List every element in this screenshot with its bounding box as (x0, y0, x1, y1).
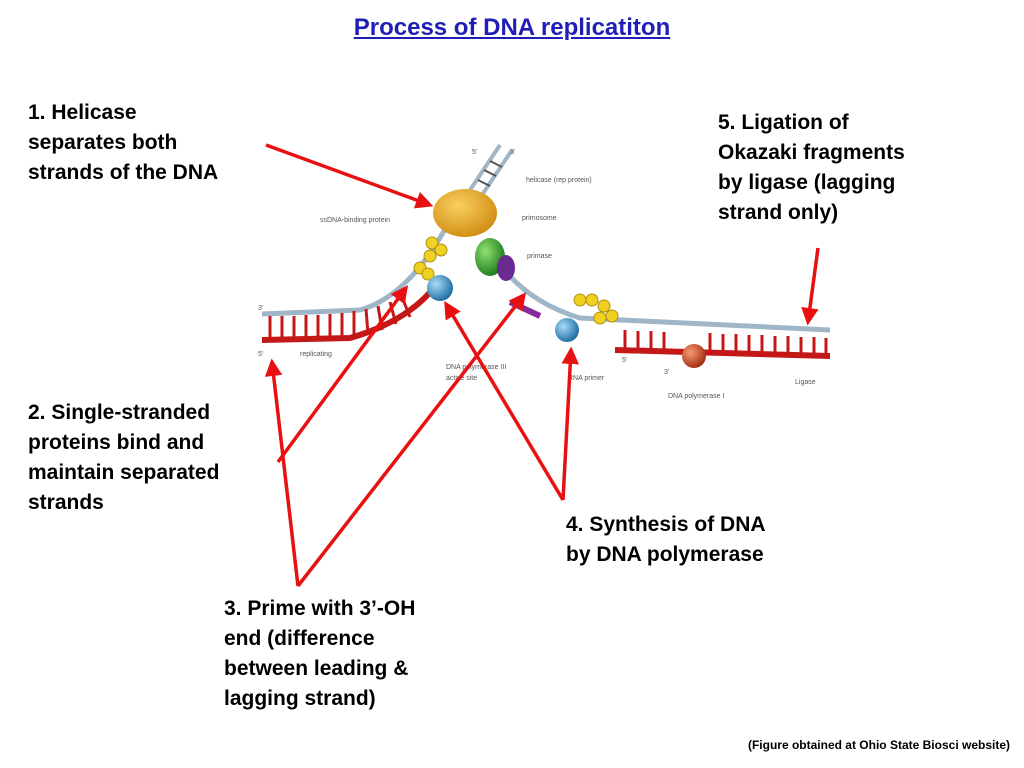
fig-label-5prime-lag: 5' (622, 357, 627, 364)
fig-label-primosome: primosome (522, 215, 557, 222)
fig-label-primase: primase (527, 253, 552, 260)
pol3-lagging-shape (555, 318, 579, 342)
label-step3-line: lagging strand) (224, 687, 376, 710)
label-step2-line: strands (28, 491, 104, 514)
label-step4-line: by DNA polymerase (566, 543, 764, 566)
label-step5-line: strand only) (718, 201, 839, 224)
fig-label-ssb: ssDNA-binding protein (320, 217, 390, 224)
label-step2-line: proteins bind and (28, 431, 205, 454)
leading-strand (261, 218, 453, 343)
parental-duplex (468, 143, 514, 197)
label-step3: 3. Prime with 3’-OH end (difference betw… (224, 594, 415, 714)
pol1-shape (682, 344, 706, 368)
label-step1: 1. Helicase separates both strands of th… (28, 98, 218, 188)
lagging-strand (487, 248, 831, 359)
fig-label-3prime-lag: 3' (664, 369, 669, 376)
fig-label-replicating: replicating (300, 351, 332, 358)
arrow-step2 (276, 285, 409, 464)
arrow-step3a (264, 358, 300, 587)
fig-label-helicase: helicase (rep protein) (526, 177, 592, 184)
fig-label-5prime-left: 5' (258, 351, 263, 358)
label-step4: 4. Synthesis of DNA by DNA polymerase (566, 510, 766, 570)
label-step5-line: Okazaki fragments (718, 141, 905, 164)
label-step2: 2. Single-stranded proteins bind and mai… (28, 398, 219, 518)
helicase-shape (433, 189, 497, 237)
label-step5-line: by ligase (lagging (718, 171, 896, 194)
arrow-step5 (801, 247, 820, 326)
ssb-proteins (413, 236, 619, 325)
label-step1-line: separates both (28, 131, 178, 154)
fig-label-3prime-top: 3' (510, 149, 515, 156)
label-step2-line: 2. Single-stranded (28, 401, 211, 424)
arrow-step4a (444, 300, 565, 501)
fig-label-rna-primer: RNA primer (568, 375, 605, 382)
primase-shape (497, 255, 515, 281)
label-step5-line: 5. Ligation of (718, 111, 849, 134)
fig-label-pol1: DNA polymerase I (668, 393, 724, 400)
fig-label-5prime-top: 5' (472, 149, 477, 156)
arrow-step4b (561, 346, 579, 501)
label-step3-line: 3. Prime with 3’-OH (224, 597, 416, 620)
label-step1-line: 1. Helicase (28, 101, 137, 124)
pol3-leading-shape (427, 275, 453, 301)
arrow-step3b (296, 292, 527, 588)
label-step3-line: between leading & (224, 657, 409, 680)
annotation-arrows (264, 143, 820, 588)
fig-label-ligase: Ligase (795, 379, 816, 386)
arrow-step1 (265, 143, 434, 209)
fig-label-pol3: DNA polymerase III (446, 364, 506, 371)
fig-label-active-site: active site (446, 375, 477, 382)
label-step1-line: strands of the DNA (28, 161, 219, 184)
label-step3-line: end (difference (224, 627, 375, 650)
fig-label-3prime-left: 3' (258, 305, 263, 312)
label-step2-line: maintain separated (28, 461, 220, 484)
label-step5: 5. Ligation of Okazaki fragments by liga… (718, 108, 905, 228)
label-step4-line: 4. Synthesis of DNA (566, 513, 766, 536)
figure-credit: (Figure obtained at Ohio State Biosci we… (747, 738, 1010, 752)
page-title: Process of DNA replicatiton (353, 14, 671, 41)
